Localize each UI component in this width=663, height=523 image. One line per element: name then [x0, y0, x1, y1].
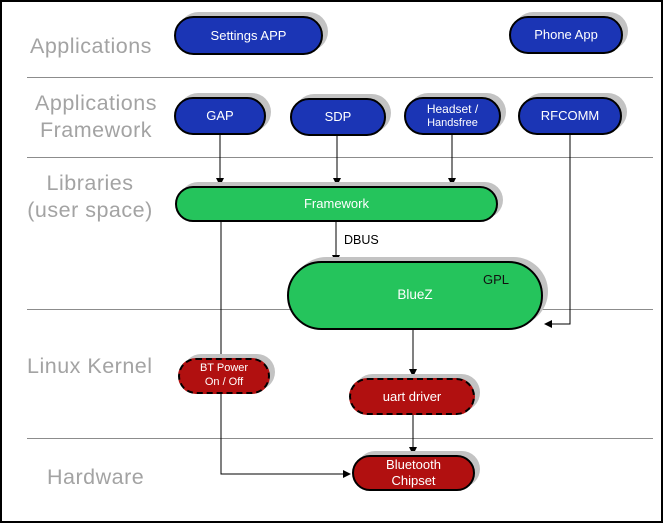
- layer-label-libraries-line1: Libraries: [46, 171, 134, 195]
- node-rfcomm: RFCOMM: [518, 97, 622, 135]
- layer-label-libraries-line2: (user space): [27, 198, 153, 222]
- node-gap-label: GAP: [206, 108, 234, 124]
- divider-app-framework: [27, 157, 653, 158]
- node-gap: GAP: [174, 97, 266, 135]
- node-settings-app: Settings APP: [174, 16, 323, 55]
- node-bluez-label: BlueZ: [397, 287, 433, 303]
- node-phone-app-label: Phone App: [534, 27, 598, 43]
- node-sdp-label: SDP: [324, 109, 352, 125]
- layer-label-applications-framework-line2: Framework: [39, 118, 152, 142]
- layer-label-hardware: Hardware: [47, 465, 145, 489]
- node-uart-driver: uart driver: [349, 378, 475, 415]
- node-framework: Framework: [175, 186, 498, 222]
- node-uart-driver-label: uart driver: [382, 388, 442, 404]
- node-headset-line2: Handsfree: [427, 116, 478, 129]
- layer-label-applications-framework: Applications Framework: [20, 90, 172, 144]
- node-headset-handsfree: Headset / Handsfree: [404, 97, 501, 135]
- node-framework-label: Framework: [303, 196, 369, 212]
- node-sdp: SDP: [290, 98, 386, 136]
- dbus-edge-label: DBUS: [344, 233, 379, 247]
- node-bt-power-line2: On / Off: [204, 376, 244, 388]
- divider-applications: [27, 77, 653, 78]
- node-bluetooth-chipset-line2: Chipset: [391, 473, 436, 488]
- node-headset-line1: Headset /: [426, 102, 479, 117]
- layer-label-libraries: Libraries (user space): [10, 170, 170, 224]
- node-phone-app: Phone App: [509, 16, 623, 54]
- node-bluetooth-chipset: Bluetooth Chipset: [352, 455, 475, 491]
- node-bluetooth-chipset-line1: Bluetooth: [386, 457, 441, 473]
- divider-kernel: [27, 438, 653, 439]
- node-bluez: BlueZ: [287, 261, 543, 330]
- layer-label-linux-kernel: Linux Kernel: [27, 354, 153, 378]
- layer-label-applications: Applications: [30, 34, 152, 58]
- layer-label-applications-framework-line1: Applications: [35, 91, 157, 115]
- node-rfcomm-label: RFCOMM: [540, 108, 600, 124]
- node-bt-power: BT Power On / Off: [178, 358, 270, 394]
- node-settings-app-label: Settings APP: [210, 27, 287, 43]
- node-bt-power-line1: BT Power: [199, 362, 249, 375]
- gpl-note: GPL: [483, 272, 510, 287]
